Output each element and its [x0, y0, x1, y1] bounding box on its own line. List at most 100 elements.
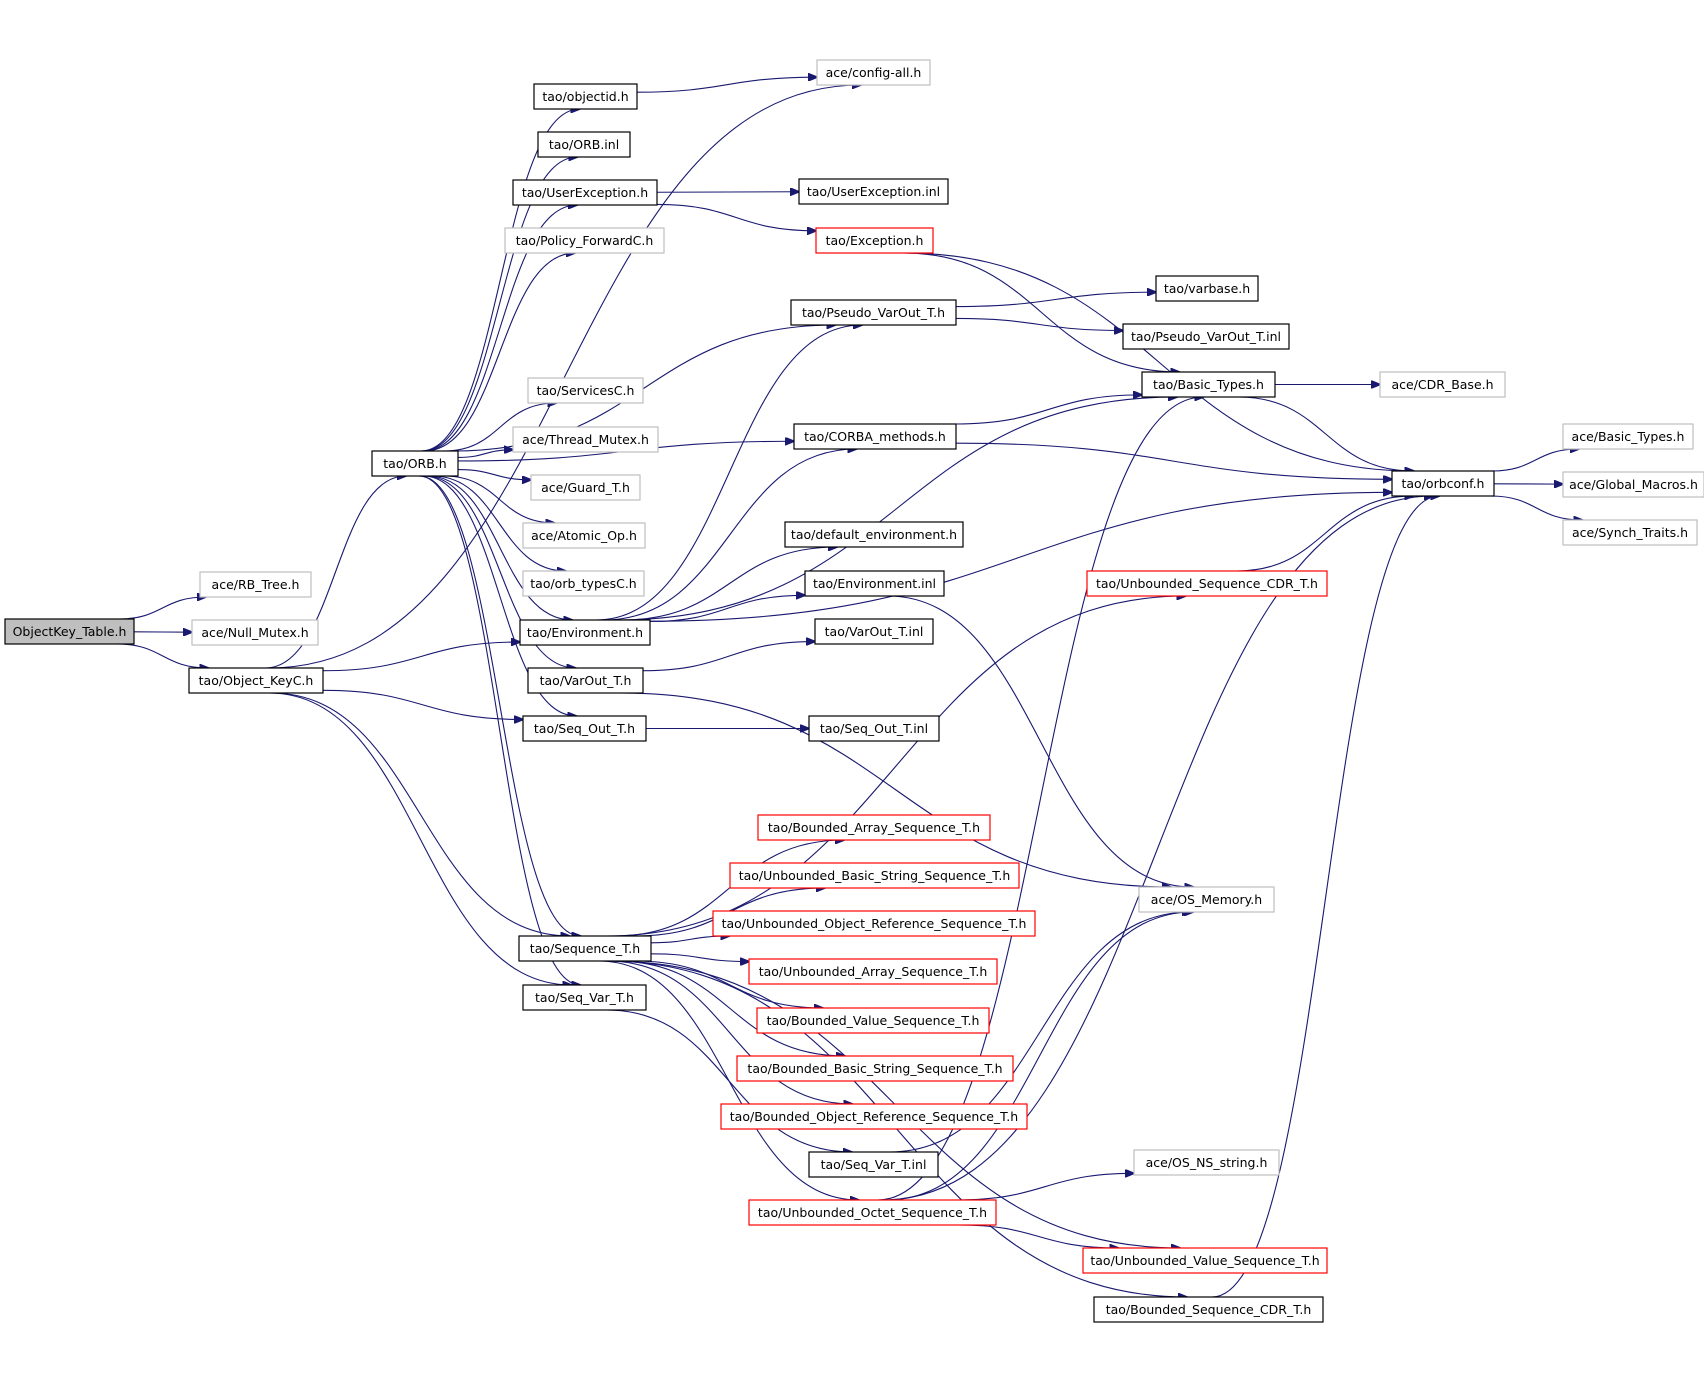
node-label: ace/Guard_T.h [541, 480, 630, 495]
edges-layer [117, 77, 1582, 1297]
edge-seqvarinl-to-osmemory [889, 912, 1191, 1153]
node-varbase[interactable]: tao/varbase.h [1155, 275, 1259, 302]
edge-corbamethods-to-orbconf [955, 442, 1392, 479]
node-box [1093, 1296, 1324, 1323]
node-orbinl[interactable]: tao/ORB.inl [537, 131, 631, 158]
edge-objkeyc-to-seqout [322, 689, 523, 719]
edge-orbh-to-varout [424, 475, 576, 668]
edge-orbh-to-seqout [422, 475, 577, 716]
node-box [504, 227, 665, 254]
edge-basictypes-to-orbconf [1238, 396, 1413, 471]
node-unbarr[interactable]: tao/Unbounded_Array_Sequence_T.h [748, 958, 998, 985]
node-box [1133, 1149, 1280, 1176]
node-box [371, 450, 459, 477]
node-userexcinl[interactable]: tao/UserException.inl [798, 178, 949, 205]
node-seqvarinl[interactable]: tao/Seq_Var_T.inl [808, 1151, 939, 1178]
node-guardt[interactable]: ace/Guard_T.h [530, 474, 641, 501]
node-globalmacros[interactable]: ace/Global_Macros.h [1562, 471, 1704, 498]
node-seqout[interactable]: tao/Seq_Out_T.h [522, 715, 647, 742]
node-box [1379, 371, 1506, 398]
node-envinl[interactable]: tao/Environment.inl [804, 570, 945, 597]
edge-pseudovarout-to-varbase [955, 292, 1156, 308]
node-varout[interactable]: tao/VarOut_T.h [527, 667, 644, 694]
node-seqoutinl[interactable]: tao/Seq_Out_T.inl [808, 715, 940, 742]
node-label: tao/Pseudo_VarOut_T.h [802, 305, 945, 320]
edge-root-to-rbtree [118, 597, 206, 620]
node-bndseqcdr[interactable]: tao/Bounded_Sequence_CDR_T.h [1093, 1296, 1324, 1323]
node-bndbasicstr[interactable]: tao/Bounded_Basic_String_Sequence_T.h [736, 1055, 1014, 1082]
node-label: tao/VarOut_T.inl [825, 624, 924, 639]
node-unbobjref[interactable]: tao/Unbounded_Object_Reference_Sequence_… [712, 910, 1036, 937]
node-threadmutex[interactable]: ace/Thread_Mutex.h [512, 426, 659, 453]
node-box [191, 619, 319, 646]
edge-orbconf-to-acebasictypes [1492, 449, 1579, 472]
edge-environment-to-basictypes [616, 397, 1177, 621]
node-orbconf[interactable]: tao/orbconf.h [1391, 470, 1495, 497]
edge-objkeyc-to-orbh [265, 476, 406, 669]
node-exception[interactable]: tao/Exception.h [815, 227, 934, 254]
node-bndval[interactable]: tao/Bounded_Value_Sequence_T.h [756, 1007, 990, 1034]
node-nullmutex[interactable]: ace/Null_Mutex.h [191, 619, 319, 646]
node-policyfwd[interactable]: tao/Policy_ForwardC.h [504, 227, 665, 254]
node-pseudovarout[interactable]: tao/Pseudo_VarOut_T.h [790, 299, 957, 326]
node-box [199, 571, 312, 598]
node-label: tao/Unbounded_Octet_Sequence_T.h [758, 1205, 987, 1220]
node-varoutinl[interactable]: tao/VarOut_T.inl [814, 618, 934, 645]
node-box [712, 910, 1036, 937]
node-pseudovaroutinl[interactable]: tao/Pseudo_VarOut_T.inl [1122, 323, 1290, 350]
node-label: ace/config-all.h [826, 65, 922, 80]
node-box [798, 178, 949, 205]
edge-objkeyc-to-seqvar [268, 692, 572, 985]
node-basictypes[interactable]: tao/Basic_Types.h [1141, 371, 1276, 398]
node-box [757, 814, 991, 841]
node-box [1138, 886, 1275, 913]
node-box [519, 619, 651, 646]
edge-unboctet-to-basictypes [877, 397, 1204, 1201]
node-osnsstring[interactable]: ace/OS_NS_string.h [1133, 1149, 1280, 1176]
node-acebasictypes[interactable]: ace/Basic_Types.h [1562, 423, 1694, 450]
node-seqvar[interactable]: tao/Seq_Var_T.h [522, 984, 647, 1011]
node-box [530, 474, 641, 501]
edge-seqvar-to-seqvarinl [606, 1009, 852, 1152]
node-box [522, 570, 645, 597]
node-corbamethods[interactable]: tao/CORBA_methods.h [793, 423, 957, 450]
node-objkeyc[interactable]: tao/Object_KeyC.h [188, 667, 324, 694]
node-box [816, 59, 931, 86]
edge-corbamethods-to-basictypes [955, 395, 1142, 425]
edge-unbseqcdr-to-orbconf [1236, 496, 1414, 572]
node-unboctet[interactable]: tao/Unbounded_Octet_Sequence_T.h [748, 1199, 997, 1226]
node-cdrbase[interactable]: ace/CDR_Base.h [1379, 371, 1506, 398]
node-unbval[interactable]: tao/Unbounded_Value_Sequence_T.h [1082, 1247, 1328, 1274]
node-userexc[interactable]: tao/UserException.h [512, 179, 658, 206]
node-label: ace/OS_NS_string.h [1146, 1155, 1268, 1170]
node-orbh[interactable]: tao/ORB.h [371, 450, 459, 477]
node-box [815, 227, 934, 254]
node-root: ObjectKey_Table.h [4, 618, 135, 645]
node-label: tao/Unbounded_Object_Reference_Sequence_… [722, 916, 1027, 931]
node-box [537, 131, 631, 158]
node-configall[interactable]: ace/config-all.h [816, 59, 931, 86]
node-orbtypesc[interactable]: tao/orb_typesC.h [522, 570, 645, 597]
node-bndarrseq[interactable]: tao/Bounded_Array_Sequence_T.h [757, 814, 991, 841]
node-sequence[interactable]: tao/Sequence_T.h [518, 935, 652, 962]
node-bndobjref[interactable]: tao/Bounded_Object_Reference_Sequence_T.… [720, 1103, 1028, 1130]
node-label: ace/Null_Mutex.h [201, 625, 308, 640]
node-objectid[interactable]: tao/objectid.h [533, 83, 638, 110]
node-label: tao/UserException.h [522, 185, 648, 200]
node-box [1141, 371, 1276, 398]
node-defaultenv[interactable]: tao/default_environment.h [784, 521, 964, 548]
edge-varout-to-osmemory [620, 692, 1171, 887]
node-label: tao/orbconf.h [1402, 476, 1485, 491]
node-osmemory[interactable]: ace/OS_Memory.h [1138, 886, 1275, 913]
node-servicesc[interactable]: tao/ServicesC.h [527, 377, 644, 404]
node-environment[interactable]: tao/Environment.h [519, 619, 651, 646]
node-atomicop[interactable]: ace/Atomic_Op.h [522, 522, 646, 549]
node-label: ace/Thread_Mutex.h [522, 432, 649, 447]
node-rbtree[interactable]: ace/RB_Tree.h [199, 571, 312, 598]
node-box [804, 570, 945, 597]
node-synchtraits[interactable]: ace/Synch_Traits.h [1562, 519, 1698, 546]
node-box [522, 715, 647, 742]
node-unbbasicstr[interactable]: tao/Unbounded_Basic_String_Sequence_T.h [729, 862, 1020, 889]
node-unbseqcdr[interactable]: tao/Unbounded_Sequence_CDR_T.h [1086, 570, 1328, 597]
